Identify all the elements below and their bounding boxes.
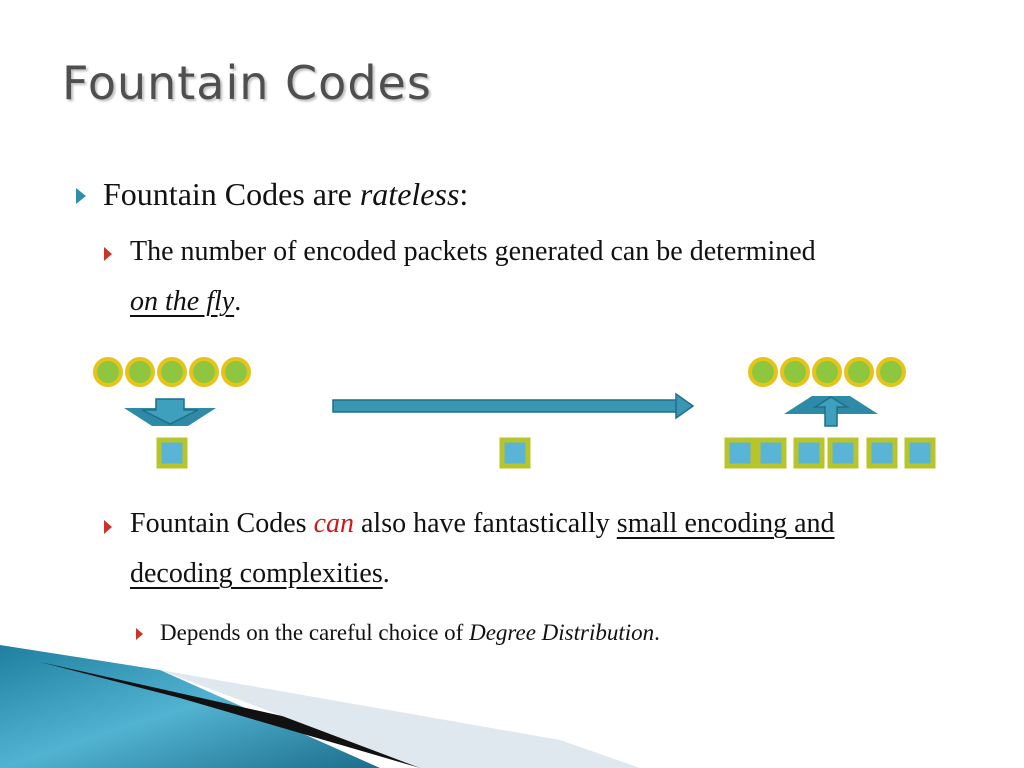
can-emphasis: can [313,508,354,539]
swoosh-light [160,670,640,768]
degree-distribution-emphasis: Degree Distribution [469,620,655,645]
source-packet-circle [748,357,778,387]
transmission-arrow-shaft [332,399,679,413]
decode-up-arrow-icon [812,396,850,427]
bullet-text: Fountain Codes [130,508,314,539]
transmission-arrow-head-icon [675,392,695,420]
source-packets-left [93,357,251,387]
bullet-emphasis: rateless [359,176,460,212]
sub-bullet-complexity: Fountain Codes can also have fantastical… [130,508,835,540]
bullet-tail: : [459,176,469,212]
encoded-packet-square [499,437,531,469]
sub-bullet-complexity-cont: decoding complexities. [130,558,390,590]
encoded-packet-square [724,437,756,469]
bullet-arrow-icon [76,188,86,204]
source-packet-circle [876,357,906,387]
source-packet-circle [221,357,251,387]
sub-sub-bullet-degree: Depends on the careful choice of Degree … [160,620,660,646]
received-packets-right [724,437,936,469]
bullet-tail: . [654,620,660,645]
source-packet-circle [157,357,187,387]
source-packet-circle [93,357,123,387]
bullet-text: Depends on the careful choice of [160,620,470,645]
bullet-text: Fountain Codes are [103,176,360,212]
encoded-packet-square [755,437,787,469]
sub-bullet-arrow-icon [104,520,112,534]
sub-bullet-arrow-icon [104,247,112,261]
bullet-tail: . [382,558,390,589]
slide-title: Fountain Codes [62,56,432,110]
sub-bullet-encoded-packets: The number of encoded packets generated … [130,236,816,267]
fountain-diagram [93,357,936,469]
sub-bullet-on-the-fly: on the fly. [130,286,241,318]
source-packets-right [748,357,906,387]
encoded-packet-left [156,437,188,469]
underlined-phrase: small encoding and [616,508,835,539]
encoded-packet-square [866,437,898,469]
decorative-swoosh [0,645,640,768]
sub-sub-bullet-arrow-icon [136,628,143,640]
encoded-packet-middle [499,437,531,469]
bullet-tail: . [234,286,242,317]
encoded-packet-square [793,437,825,469]
source-packet-circle [189,357,219,387]
bullet-rateless: Fountain Codes are rateless: [103,176,468,213]
source-packet-circle [812,357,842,387]
source-packet-circle [780,357,810,387]
underlined-phrase: decoding complexities [130,558,383,589]
encoded-packet-square [827,437,859,469]
on-the-fly-text: on the fly [130,286,235,317]
bullet-text: also have fantastically [354,508,617,539]
source-packet-circle [844,357,874,387]
encoded-packet-square [904,437,936,469]
source-packet-circle [125,357,155,387]
encoded-packet-square [156,437,188,469]
encode-down-arrow-icon [141,398,199,425]
